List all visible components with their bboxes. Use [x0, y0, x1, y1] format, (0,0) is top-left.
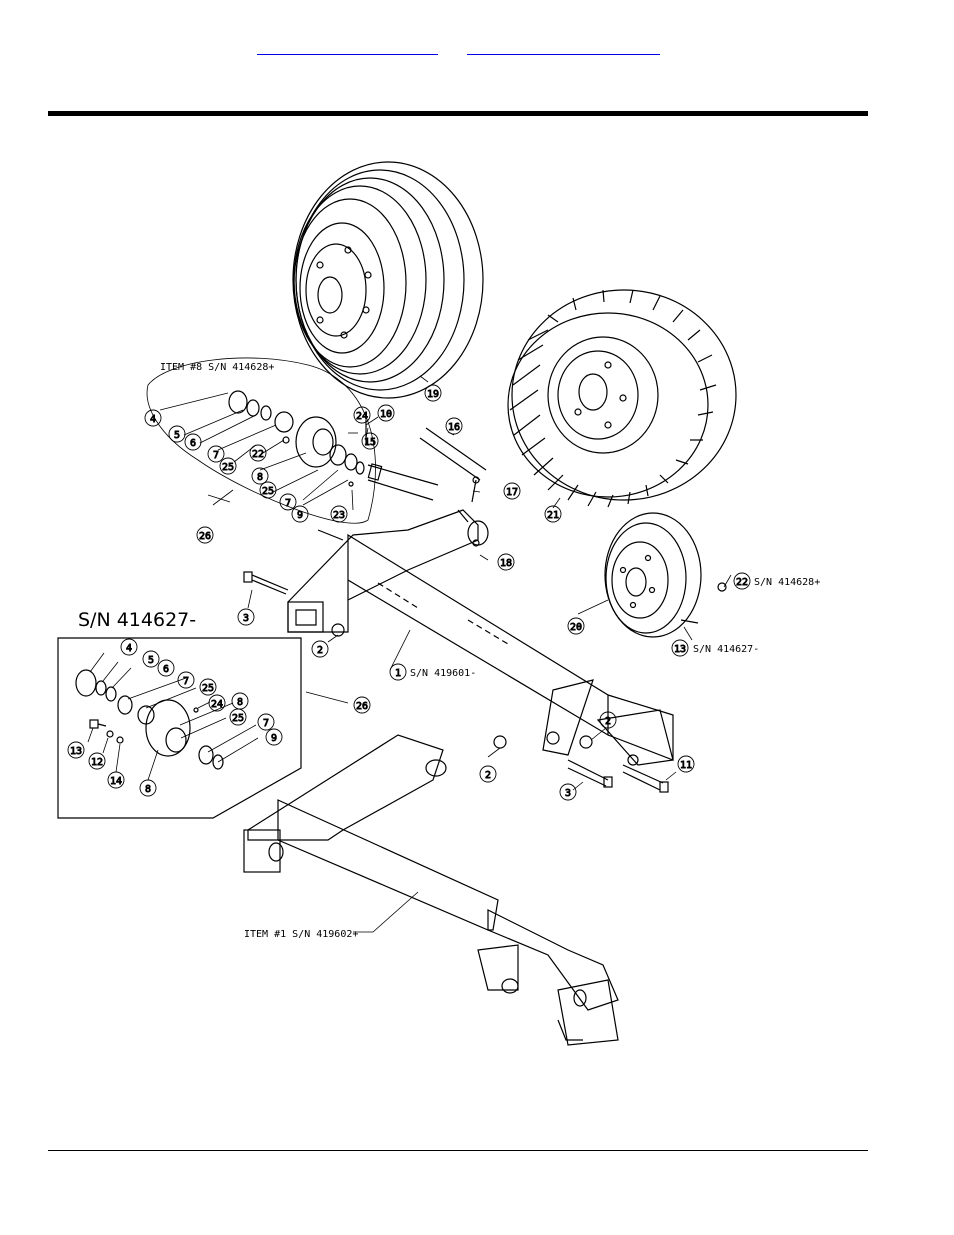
inset-callout-7: 7 [183, 676, 189, 687]
leader-lines [88, 376, 731, 932]
callout-17: 17 [506, 487, 518, 498]
callout-4: 4 [150, 414, 156, 425]
callout-1: 1 [395, 668, 401, 679]
parts-diagram: 19 16 21 17 18 4 5 6 7 22 25 8 25 7 9 23… [48, 150, 868, 1070]
callout-25a: 25 [222, 462, 234, 473]
callout-7a: 7 [213, 450, 219, 461]
header-rule [48, 111, 868, 116]
callout-22: 22 [252, 449, 264, 460]
callout-22b: 22 [736, 577, 748, 588]
tire-flotation [508, 290, 736, 507]
callout-5: 5 [174, 430, 180, 441]
inset-callout-12: 12 [91, 757, 103, 768]
inset-callout-25b: 25 [232, 713, 244, 724]
callout-15: 15 [364, 437, 376, 448]
callout-18: 18 [500, 558, 512, 569]
callout-8: 8 [257, 472, 263, 483]
callout-10: 10 [380, 409, 392, 420]
inset-callout-8b: 8 [237, 697, 243, 708]
footer-rule [48, 1150, 868, 1151]
label-item8-sn: ITEM #8 S/N 414628+ [160, 362, 274, 373]
inset-callout-6: 6 [163, 664, 169, 675]
inset-callout-24: 24 [211, 699, 223, 710]
callout-20: 20 [570, 622, 582, 633]
callout-7b: 7 [285, 498, 291, 509]
callout-16: 16 [448, 422, 460, 433]
header-link-1[interactable] [257, 38, 438, 55]
inset-callout-13: 13 [70, 746, 82, 757]
label-inset-sn: S/N 414627- [78, 609, 196, 631]
tire-ribbed [293, 162, 483, 398]
callout-2b: 2 [485, 770, 491, 781]
label-part13-sn: S/N 414627- [693, 644, 759, 655]
label-item1-sn-a: S/N 419601- [410, 668, 476, 679]
callout-19: 19 [427, 389, 439, 400]
callout-24: 24 [356, 411, 368, 422]
callout-2: 2 [317, 645, 323, 656]
callout-13: 13 [674, 644, 686, 655]
callout-3: 3 [243, 613, 249, 624]
callout-2c: 2 [605, 716, 611, 727]
label-part22-sn: S/N 414628+ [754, 577, 820, 588]
inset-callout-14: 14 [110, 776, 122, 787]
inset-callout-25: 25 [202, 683, 214, 694]
callout-23: 23 [333, 510, 345, 521]
spindles [368, 428, 486, 500]
callout-9: 9 [297, 510, 303, 521]
callout-3b: 3 [565, 788, 571, 799]
callout-25b: 25 [262, 486, 274, 497]
axle-frame-upper [288, 510, 673, 765]
callout-11: 11 [680, 760, 692, 771]
header-link-2[interactable] [467, 38, 660, 55]
axle-frame-lower [244, 735, 618, 1045]
inset-callout-26: 26 [356, 701, 368, 712]
inset-callout-5: 5 [148, 655, 154, 666]
wheel-rim [605, 513, 701, 637]
inset-callout-8: 8 [145, 784, 151, 795]
callouts: 19 16 21 17 18 4 5 6 7 22 25 8 25 7 9 23… [68, 362, 820, 940]
callout-21: 21 [547, 510, 559, 521]
callout-6: 6 [190, 438, 196, 449]
label-item1-sn-b: ITEM #1 S/N 419602+ [244, 929, 358, 940]
inset-callout-4: 4 [126, 643, 132, 654]
inset-callout-9: 9 [271, 733, 277, 744]
callout-26: 26 [199, 531, 211, 542]
inset-callout-7b: 7 [263, 718, 269, 729]
